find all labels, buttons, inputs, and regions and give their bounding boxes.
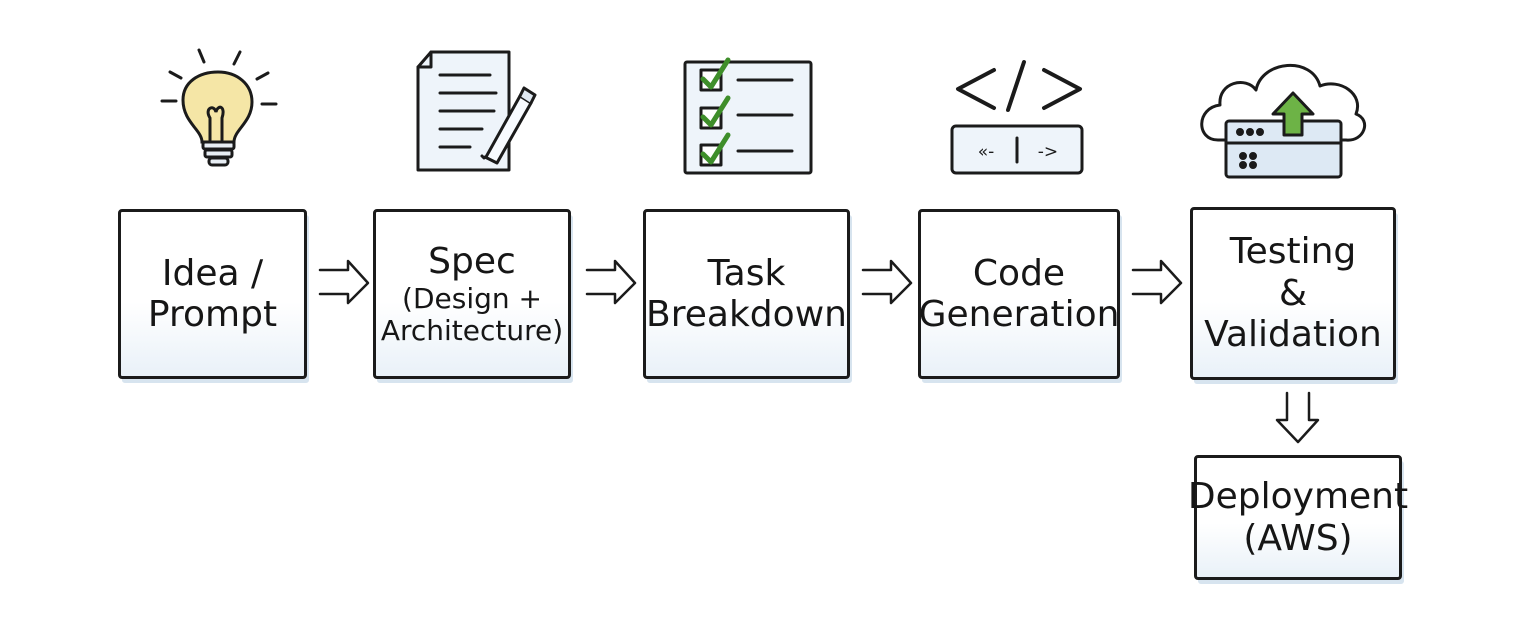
lightbulb-icon xyxy=(160,48,278,167)
arrow-test-to-deploy xyxy=(1275,391,1320,444)
step-task-breakdown: Task Breakdown xyxy=(643,209,850,379)
arrow-spec-to-task xyxy=(585,259,637,305)
step-deploy-line1: Deployment xyxy=(1187,476,1409,518)
step-idea-line1: Idea / xyxy=(161,252,264,294)
step-code-line1: Code xyxy=(972,252,1066,294)
step-test-line2: & xyxy=(1278,272,1308,314)
code-bar-right-text: -> xyxy=(1038,142,1058,162)
cloud-upload-server-icon xyxy=(1200,63,1367,179)
arrow-task-to-code xyxy=(861,259,913,305)
step-task-line2: Breakdown xyxy=(646,294,847,335)
step-task-line1: Task xyxy=(707,252,786,294)
step-spec-line3: Architecture) xyxy=(380,313,564,347)
step-spec-line1: Spec xyxy=(428,241,516,283)
checklist-icon xyxy=(683,57,813,175)
code-brackets-icon xyxy=(950,60,1084,175)
step-idea-line2: Prompt xyxy=(147,294,278,335)
document-pencil-icon xyxy=(416,50,537,172)
step-code-line2: Generation xyxy=(918,294,1120,335)
step-spec-line2: (Design + xyxy=(402,281,542,315)
step-testing-validation: Testing & Validation xyxy=(1190,207,1396,380)
step-test-line1: Testing xyxy=(1229,231,1357,273)
step-test-line3: Validation xyxy=(1204,314,1382,356)
arrow-idea-to-spec xyxy=(318,259,370,305)
step-idea-prompt: Idea / Prompt xyxy=(118,209,307,379)
step-code-generation: Code Generation xyxy=(918,209,1120,379)
code-bar-left-text: «- xyxy=(978,142,995,162)
arrow-code-to-test xyxy=(1131,259,1183,305)
step-spec: Spec (Design + Architecture) xyxy=(373,209,571,379)
step-deployment: Deployment (AWS) xyxy=(1188,455,1408,580)
step-deploy-line2: (AWS) xyxy=(1243,517,1353,559)
